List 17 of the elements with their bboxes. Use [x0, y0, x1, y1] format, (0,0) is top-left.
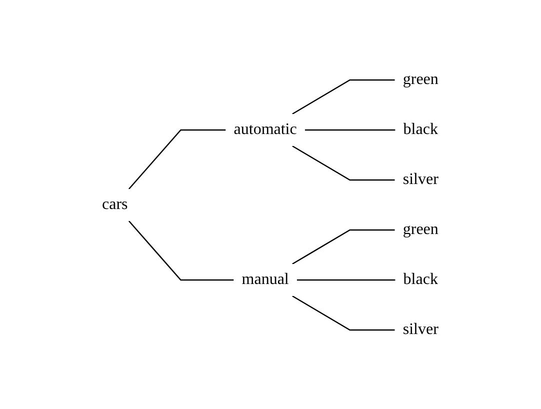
connector [292, 78, 396, 114]
connector [292, 144, 396, 180]
connector [128, 128, 226, 189]
node-text: black [404, 270, 438, 288]
connector [297, 278, 396, 280]
node-text: green [403, 70, 439, 88]
connector [292, 294, 396, 330]
node-text: manual [242, 270, 290, 288]
node-text: silver [403, 170, 439, 188]
connector [128, 220, 234, 280]
node-text: cars [102, 196, 128, 212]
node-text: black [404, 120, 438, 138]
connector [292, 228, 396, 264]
node-text: silver [403, 320, 439, 338]
node-text: automatic [234, 120, 298, 138]
node-text: green [403, 220, 439, 238]
connector [305, 128, 396, 130]
